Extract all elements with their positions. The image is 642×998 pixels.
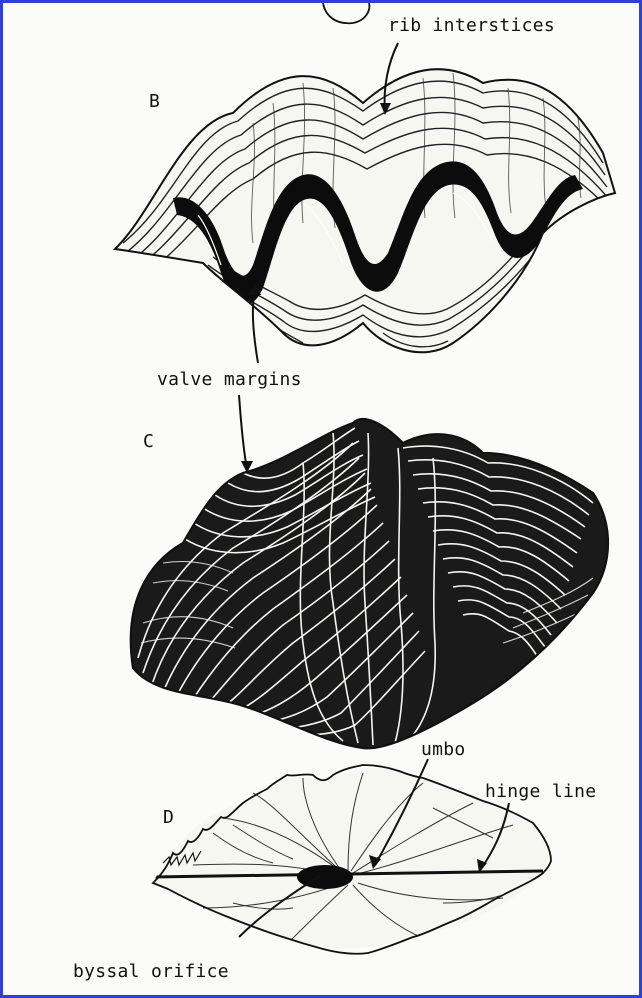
- panel-b-shell: [103, 43, 623, 363]
- illustration-drawing: [3, 3, 639, 995]
- label-umbo: umbo: [421, 739, 466, 760]
- label-valve-margins: valve margins: [157, 369, 302, 390]
- label-rib-interstices: rib interstices: [388, 15, 555, 36]
- panel-letter-b: B: [149, 91, 160, 112]
- clam-illustration-sheet: rib interstices B valve margins C umbo h…: [3, 3, 639, 995]
- label-hinge-line: hinge line: [485, 781, 596, 802]
- panel-letter-d: D: [163, 807, 174, 828]
- partial-shell-outline: [323, 3, 369, 23]
- label-byssal-orifice: byssal orifice: [73, 961, 229, 982]
- panel-letter-c: C: [143, 431, 154, 452]
- panel-c-shell: [113, 403, 623, 763]
- leader-valve-margins-c: [239, 395, 247, 469]
